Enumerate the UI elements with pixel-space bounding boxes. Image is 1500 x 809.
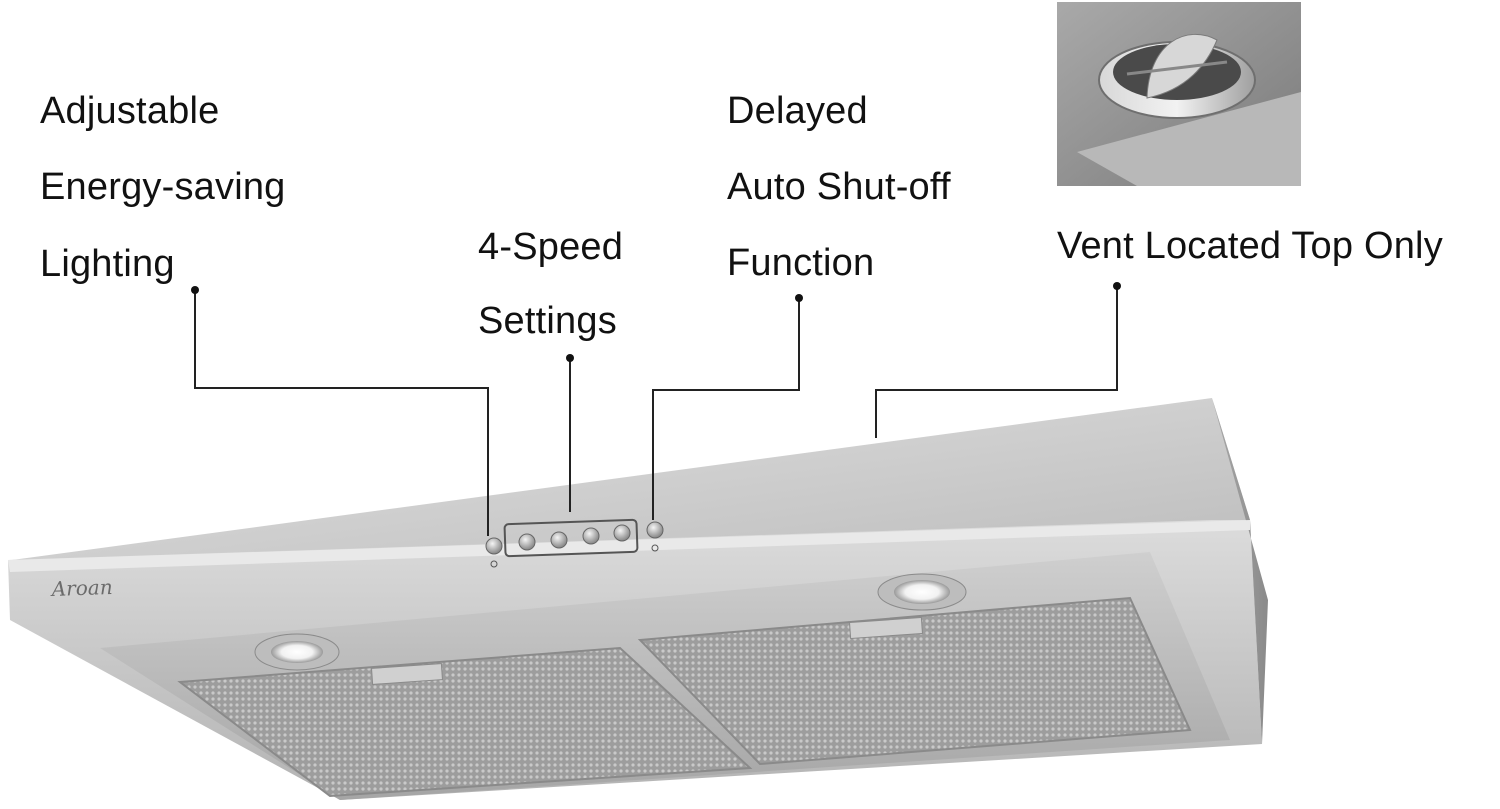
bulb-icon: [490, 560, 498, 568]
label-shutoff-line-3: Function: [727, 242, 875, 284]
label-speed-line-1: 4-Speed: [478, 226, 624, 268]
leader-dot-speed: [566, 354, 574, 362]
label-lighting-line-2: Energy-saving: [40, 166, 286, 208]
light-button[interactable]: [485, 537, 503, 555]
leader-dot-shutoff: [795, 294, 803, 302]
leader-lighting: [194, 290, 489, 536]
grease-filter-right: [637, 596, 1192, 766]
vent-inset-image: [1057, 2, 1301, 186]
brand-logo: Aroan: [49, 575, 113, 601]
filter-handle-left: [370, 663, 444, 685]
callout-leaders: [194, 286, 1118, 536]
leader-dot-lighting: [191, 286, 199, 294]
grease-filter-left: [177, 646, 753, 798]
leader-dot-vent: [1113, 282, 1121, 290]
speed-button-1[interactable]: [518, 533, 536, 551]
speed-button-4[interactable]: [613, 524, 631, 542]
label-lighting-line-3: Lighting: [40, 243, 175, 285]
power-button[interactable]: [646, 521, 664, 539]
label-vent: Vent Located Top Only: [1057, 225, 1443, 267]
label-shutoff-line-1: Delayed: [727, 90, 868, 132]
speed-button-2[interactable]: [550, 531, 568, 549]
label-speed-line-2: Settings: [478, 300, 617, 342]
leader-shutoff: [652, 298, 800, 520]
label-lighting-line-1: Adjustable: [40, 90, 220, 132]
hood-front-lip: [8, 520, 1250, 572]
control-panel-frame: [503, 518, 639, 558]
speed-button-3[interactable]: [582, 527, 600, 545]
hood-top-panel: [12, 398, 1250, 560]
power-icon: [651, 544, 659, 552]
filter-handle-right: [848, 616, 924, 640]
leader-vent: [875, 286, 1118, 438]
label-shutoff-line-2: Auto Shut-off: [727, 166, 951, 208]
hood-right-side: [1212, 398, 1268, 744]
